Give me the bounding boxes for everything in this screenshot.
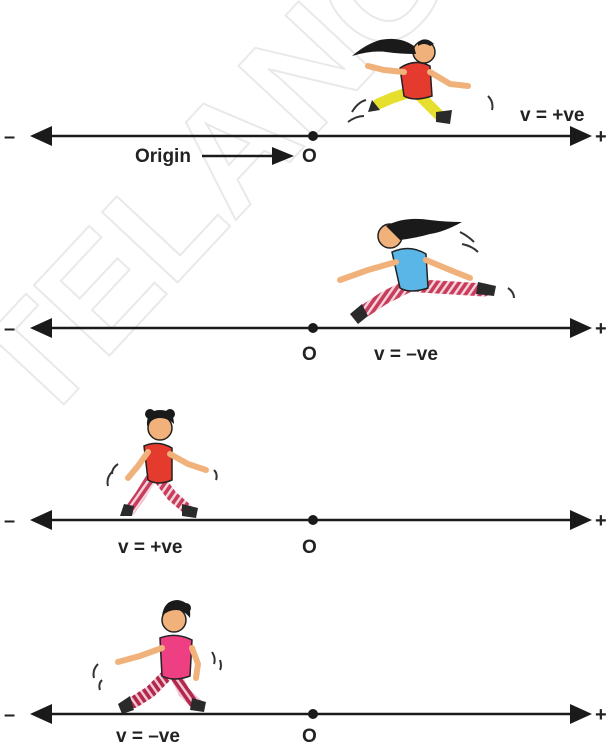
- girl-running-left-figure: [337, 218, 515, 324]
- origin-dot-3: [308, 515, 318, 525]
- plus-sign-4: +: [595, 704, 607, 726]
- panel-2: – + O v = –ve: [4, 218, 607, 365]
- origin-mark-1: O: [302, 146, 317, 167]
- velocity-label-4: v = –ve: [116, 726, 180, 747]
- origin-pointer-arrowhead: [272, 147, 294, 165]
- left-arrowhead-3: [30, 510, 52, 530]
- origin-dot-2: [308, 323, 318, 333]
- origin-label: Origin: [135, 146, 191, 167]
- panel-1: – + O Origin v = +ve: [4, 38, 607, 167]
- velocity-label-3: v = +ve: [118, 537, 182, 558]
- left-arrowhead-1: [30, 126, 52, 146]
- right-arrowhead-2: [570, 318, 592, 338]
- girl-running-right-figure: [347, 38, 494, 124]
- girl-walking-left-figure: [92, 600, 222, 714]
- right-arrowhead-4: [570, 704, 592, 724]
- panel-3: – + O v = +ve: [4, 409, 607, 558]
- origin-dot-4: [308, 709, 318, 719]
- plus-sign-3: +: [595, 510, 607, 532]
- boy-walking-right-figure: [106, 409, 218, 518]
- velocity-label-1: v = +ve: [520, 105, 584, 126]
- left-arrowhead-2: [30, 318, 52, 338]
- minus-sign-4: –: [4, 704, 15, 726]
- minus-sign-3: –: [4, 510, 15, 532]
- plus-sign-1: +: [595, 126, 607, 148]
- right-arrowhead-1: [570, 126, 592, 146]
- origin-mark-2: O: [302, 344, 317, 365]
- minus-sign-2: –: [4, 318, 15, 340]
- velocity-label-2: v = –ve: [374, 344, 438, 365]
- left-arrowhead-4: [30, 704, 52, 724]
- minus-sign-1: –: [4, 126, 15, 148]
- origin-dot-1: [308, 131, 318, 141]
- panel-4: – + O v = –ve: [4, 600, 607, 747]
- plus-sign-2: +: [595, 318, 607, 340]
- origin-mark-4: O: [302, 726, 317, 747]
- origin-mark-3: O: [302, 537, 317, 558]
- right-arrowhead-3: [570, 510, 592, 530]
- watermark: TELANGANA: [0, 0, 611, 453]
